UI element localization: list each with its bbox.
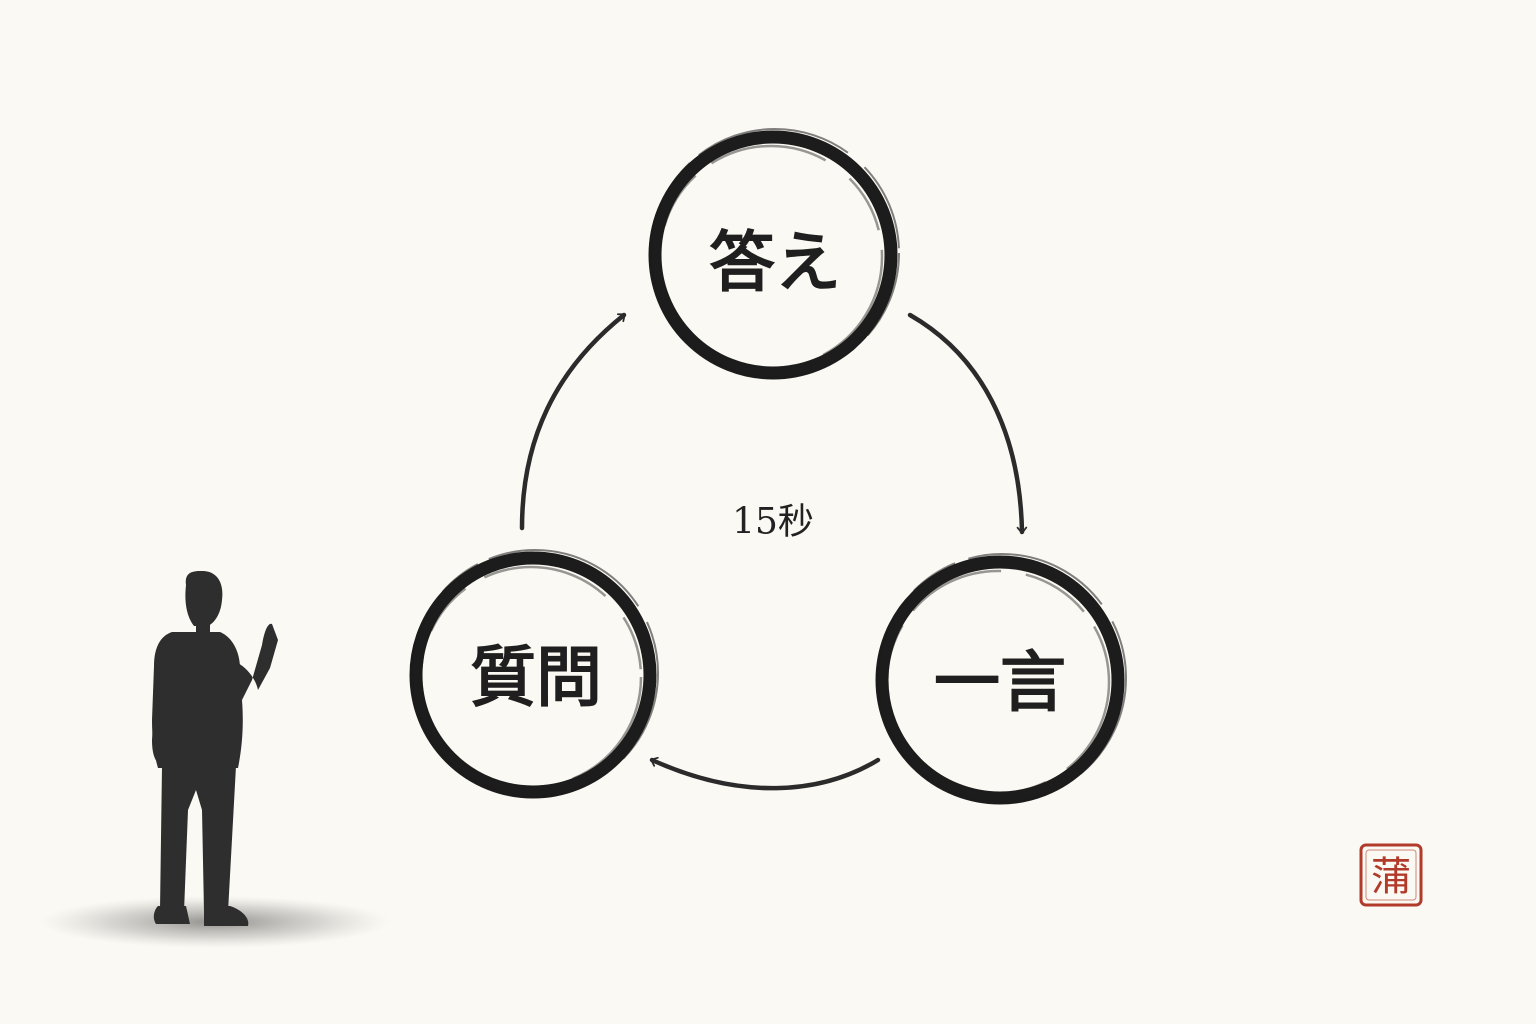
node-one-word-ring-inner-brush	[885, 569, 1111, 795]
seal-glyph: 蒲	[1371, 854, 1411, 900]
node-one-word-ring	[875, 555, 1125, 805]
node-answer: 答え	[648, 128, 900, 380]
node-question: 質問	[409, 549, 659, 799]
node-one-word-label: 一言	[934, 643, 1066, 721]
node-one-word: 一言	[875, 553, 1127, 805]
node-question-ring	[409, 551, 657, 799]
node-one-word-ring-brush	[877, 553, 1127, 803]
seal-border	[1359, 843, 1423, 907]
arrow-answer-to-one-word	[907, 312, 1028, 535]
node-question-label: 質問	[470, 638, 602, 716]
seal-stamp: 蒲	[1359, 843, 1423, 907]
node-answer-ring-inner-brush	[658, 144, 884, 370]
person-silhouette	[40, 570, 390, 948]
arrow-question-to-answer	[519, 312, 627, 531]
cycle-duration-label: 15秒	[732, 502, 814, 543]
node-question-ring-inner-brush	[419, 565, 643, 789]
node-answer-ring-brush	[650, 128, 900, 378]
node-answer-ring	[648, 130, 898, 380]
arrow-one-word-to-question	[649, 756, 881, 791]
node-answer-label: 答え	[709, 223, 841, 301]
node-question-ring-brush	[411, 549, 659, 797]
